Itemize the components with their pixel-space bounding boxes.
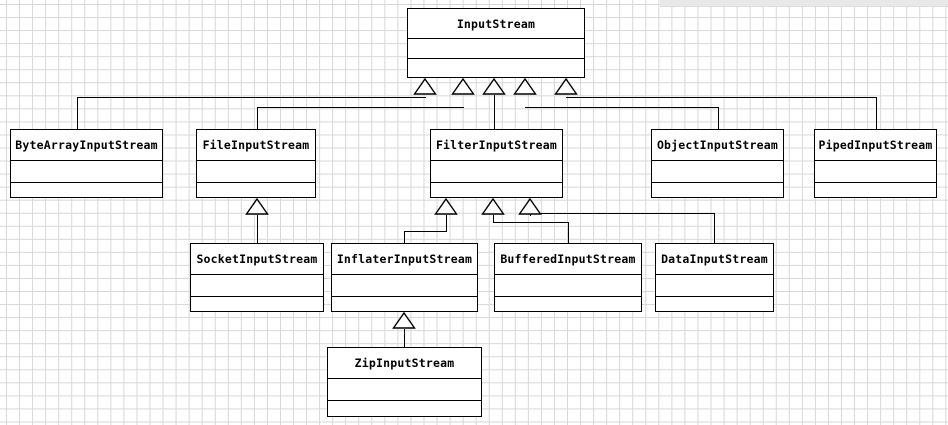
connector-filter-to-input	[494, 95, 495, 130]
uml-attributes-compartment-object	[652, 161, 783, 183]
connector-inflater-to-filter	[404, 231, 405, 244]
inheritance-arrowhead-icon	[554, 78, 578, 95]
uml-class-file[interactable]: FileInputStream	[196, 129, 316, 198]
uml-operations-compartment-file	[197, 183, 315, 197]
connector-inflater-to-filter	[446, 215, 447, 232]
uml-class-filter[interactable]: FilterInputStream	[430, 129, 563, 198]
uml-attributes-compartment-filter	[431, 161, 562, 183]
top-edge-band	[660, 0, 948, 7]
uml-class-name-object: ObjectInputStream	[652, 130, 783, 161]
uml-class-buffered[interactable]: BufferedInputStream	[494, 243, 642, 312]
inheritance-arrowhead-icon	[451, 78, 475, 95]
connector-inflater-to-filter	[404, 231, 447, 232]
connector-object-to-input	[525, 107, 719, 108]
uml-class-name-filter: FilterInputStream	[431, 130, 562, 161]
uml-class-object[interactable]: ObjectInputStream	[651, 129, 784, 198]
uml-operations-compartment-inflater	[332, 297, 477, 311]
connector-piped-to-input	[566, 97, 877, 98]
connector-data-to-filter	[530, 213, 715, 214]
connector-bytearray-to-input	[77, 97, 78, 130]
uml-class-socket[interactable]: SocketInputStream	[190, 243, 324, 312]
inheritance-arrowhead-icon	[482, 78, 506, 95]
uml-class-piped[interactable]: PipedInputStream	[814, 129, 937, 198]
connector-object-to-input	[718, 107, 719, 130]
connector-buffered-to-filter	[493, 222, 569, 223]
uml-operations-compartment-buffered	[495, 297, 641, 311]
inheritance-arrowhead-icon	[392, 312, 416, 329]
connector-zip-to-inflater	[404, 329, 405, 348]
uml-class-zip[interactable]: ZipInputStream	[327, 347, 482, 417]
inheritance-arrowhead-icon	[481, 198, 505, 215]
uml-class-name-zip: ZipInputStream	[328, 348, 481, 379]
connector-buffered-to-filter	[568, 222, 569, 244]
uml-attributes-compartment-bytearray	[11, 161, 162, 183]
inheritance-arrowhead-icon	[245, 198, 269, 215]
uml-class-name-piped: PipedInputStream	[815, 130, 936, 161]
uml-operations-compartment-input	[408, 59, 584, 77]
inheritance-arrowhead-icon	[413, 78, 437, 95]
uml-attributes-compartment-socket	[191, 275, 323, 297]
uml-attributes-compartment-zip	[328, 379, 481, 401]
uml-class-inflater[interactable]: InflaterInputStream	[331, 243, 478, 312]
uml-operations-compartment-bytearray	[11, 183, 162, 197]
uml-class-name-buffered: BufferedInputStream	[495, 244, 641, 275]
uml-class-name-data: DataInputStream	[656, 244, 773, 275]
uml-class-name-bytearray: ByteArrayInputStream	[11, 130, 162, 161]
uml-class-name-socket: SocketInputStream	[191, 244, 323, 275]
uml-attributes-compartment-piped	[815, 161, 936, 183]
inheritance-arrowhead-icon	[434, 198, 458, 215]
connector-data-to-filter	[714, 213, 715, 244]
uml-operations-compartment-object	[652, 183, 783, 197]
uml-operations-compartment-socket	[191, 297, 323, 311]
connector-file-to-input	[257, 107, 464, 108]
connector-buffered-to-filter	[493, 215, 494, 223]
connector-bytearray-to-input	[77, 97, 426, 98]
uml-class-bytearray[interactable]: ByteArrayInputStream	[10, 129, 163, 198]
uml-attributes-compartment-buffered	[495, 275, 641, 297]
uml-class-name-file: FileInputStream	[197, 130, 315, 161]
uml-class-name-input: InputStream	[408, 9, 584, 39]
uml-attributes-compartment-data	[656, 275, 773, 297]
uml-class-data[interactable]: DataInputStream	[655, 243, 774, 312]
uml-class-input[interactable]: InputStream	[407, 8, 585, 78]
inheritance-arrowhead-icon	[518, 198, 542, 215]
uml-operations-compartment-zip	[328, 401, 481, 416]
uml-attributes-compartment-inflater	[332, 275, 477, 297]
connector-file-to-input	[257, 107, 258, 130]
uml-operations-compartment-filter	[431, 183, 562, 197]
connector-piped-to-input	[876, 97, 877, 130]
uml-attributes-compartment-input	[408, 39, 584, 59]
uml-operations-compartment-data	[656, 297, 773, 311]
inheritance-arrowhead-icon	[513, 78, 537, 95]
uml-attributes-compartment-file	[197, 161, 315, 183]
uml-operations-compartment-piped	[815, 183, 936, 197]
uml-class-name-inflater: InflaterInputStream	[332, 244, 477, 275]
connector-socket-to-file	[257, 215, 258, 244]
